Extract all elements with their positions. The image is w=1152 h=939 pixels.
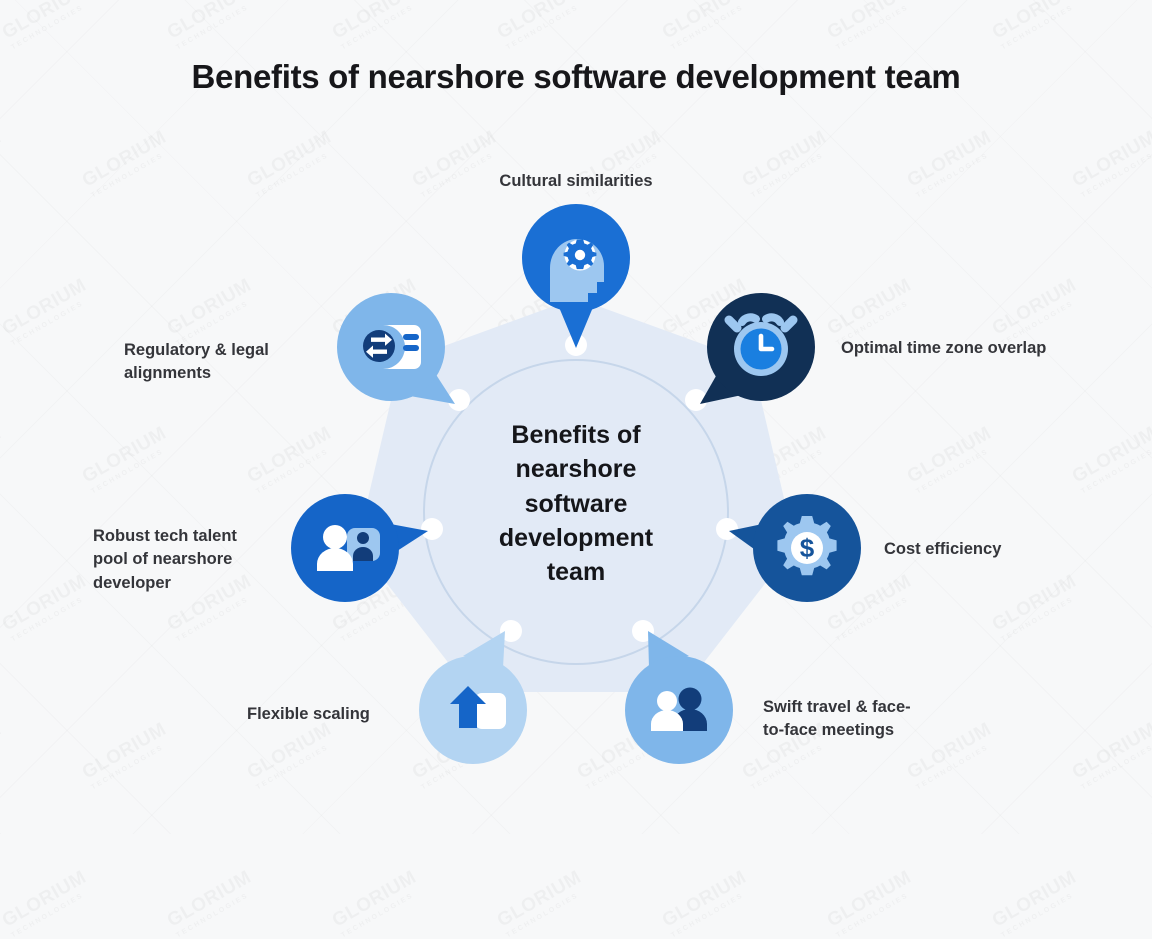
node-flexible-scaling[interactable]: [419, 631, 527, 764]
node-regulatory-legal-alignments[interactable]: [337, 293, 455, 404]
head-gear-icon: [550, 239, 604, 302]
node-label-robust-tech-talent-pool: Robust tech talent pool of nearshore dev…: [93, 527, 237, 592]
benefits-radial-diagram: $: [291, 204, 861, 764]
watermark-text: GLORIUMTECHNOLOGIES: [329, 867, 425, 939]
connector-dot: [685, 389, 707, 411]
node-label-swift-travel: Swift travel & face- to-face meetings: [763, 698, 911, 740]
node-swift-travel-face-to-face-meetings[interactable]: [625, 631, 733, 764]
hub-circle: [423, 359, 729, 665]
node-label-flexible-scaling: Flexible scaling: [247, 705, 370, 723]
watermark-text: GLORIUMTECHNOLOGIES: [494, 867, 590, 939]
watermark-text: GLORIUMTECHNOLOGIES: [0, 867, 94, 939]
node-label-cultural-similarities: Cultural similarities: [499, 172, 653, 190]
bubble-tail: [556, 300, 596, 348]
watermark-text: GLORIUMTECHNOLOGIES: [824, 867, 920, 939]
node-cost-efficiency[interactable]: [729, 494, 861, 602]
watermark-text: GLORIUMTECHNOLOGIES: [164, 867, 260, 939]
node-label-optimal-time-zone-overlap: Optimal time zone overlap: [841, 339, 1047, 357]
node-optimal-time-zone-overlap[interactable]: [700, 293, 815, 404]
connector-dot: [421, 518, 443, 540]
node-robust-tech-talent-pool[interactable]: [291, 494, 428, 602]
watermark-text: GLORIUMTECHNOLOGIES: [659, 867, 755, 939]
connector-dot: [448, 389, 470, 411]
gear-dollar-icon: [777, 516, 837, 576]
hub-label: Benefits of nearshore software developme…: [498, 421, 654, 586]
connector-dot: [500, 620, 522, 642]
node-cultural-similarities[interactable]: [522, 204, 630, 348]
connector-dots: [421, 334, 738, 642]
node-label-cost-efficiency: Cost efficiency: [884, 540, 1002, 558]
node-label-regulatory-legal-alignments: Regulatory & legal alignments: [124, 341, 269, 383]
bubble[interactable]: [625, 656, 733, 764]
watermark-text: GLORIUMTECHNOLOGIES: [989, 867, 1085, 939]
connector-dot: [716, 518, 738, 540]
bubble[interactable]: [291, 494, 399, 602]
page-title: Benefits of nearshore software developme…: [191, 58, 961, 95]
